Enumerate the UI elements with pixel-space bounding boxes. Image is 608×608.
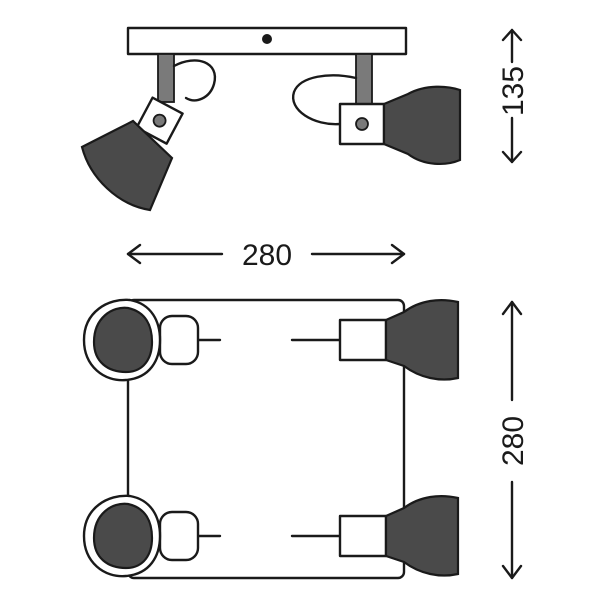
spotlight-top-left (82, 298, 222, 382)
bottom-left-holder (158, 510, 200, 562)
left-stem (157, 53, 175, 103)
top-left-shade-inner (92, 306, 154, 374)
right-pivot (355, 117, 369, 131)
right-cable-loop (291, 74, 358, 126)
mounting-hole (262, 34, 272, 44)
left-spotlight-side (80, 53, 217, 212)
height-dimension: 135 (497, 28, 530, 164)
left-cable-loop (172, 59, 217, 102)
bottom-right-holder (338, 514, 388, 558)
bottom-right-shade (384, 495, 460, 577)
spotlight-top-right (290, 299, 460, 381)
side-view (80, 26, 462, 212)
left-shade (80, 119, 174, 212)
mounting-bar (126, 26, 408, 56)
bottom-left-shade-inner (92, 502, 154, 570)
depth-dimension: 280 (497, 300, 530, 580)
top-right-shade (384, 299, 460, 381)
width-dimension: 280 (126, 239, 406, 272)
left-pivot (152, 113, 167, 128)
height-label: 135 (497, 66, 530, 116)
right-spotlight-side (291, 53, 462, 166)
top-right-holder (338, 318, 388, 362)
top-left-holder (158, 314, 200, 366)
depth-label: 280 (497, 416, 530, 466)
spotlight-bottom-left (82, 494, 222, 578)
right-shade (382, 85, 462, 166)
base-plate (126, 298, 406, 580)
width-label: 280 (242, 239, 292, 272)
spotlight-bottom-right (290, 495, 460, 577)
top-view (82, 298, 460, 580)
right-stem (355, 53, 373, 105)
